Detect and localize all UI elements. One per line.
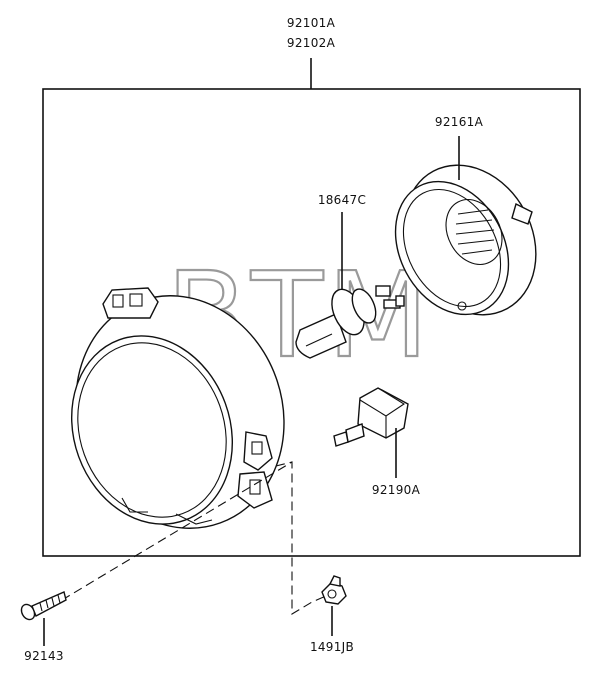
label-92143: 92143 (24, 649, 64, 663)
bulb-cover (394, 164, 537, 316)
clip (321, 575, 347, 605)
label-92161a: 92161A (435, 115, 484, 129)
label-92190a: 92190A (372, 483, 421, 497)
dashed-line-clip (275, 461, 327, 615)
socket (333, 387, 409, 447)
bulb (295, 285, 405, 359)
label-18647c: 18647C (318, 193, 366, 207)
label-92102a: 92102A (287, 36, 336, 50)
fog-lamp-housing (70, 287, 285, 529)
screw (20, 591, 67, 621)
label-92101a: 92101A (287, 16, 336, 30)
dashed-line-screw (61, 461, 293, 601)
label-1491jb: 1491JB (310, 640, 354, 654)
